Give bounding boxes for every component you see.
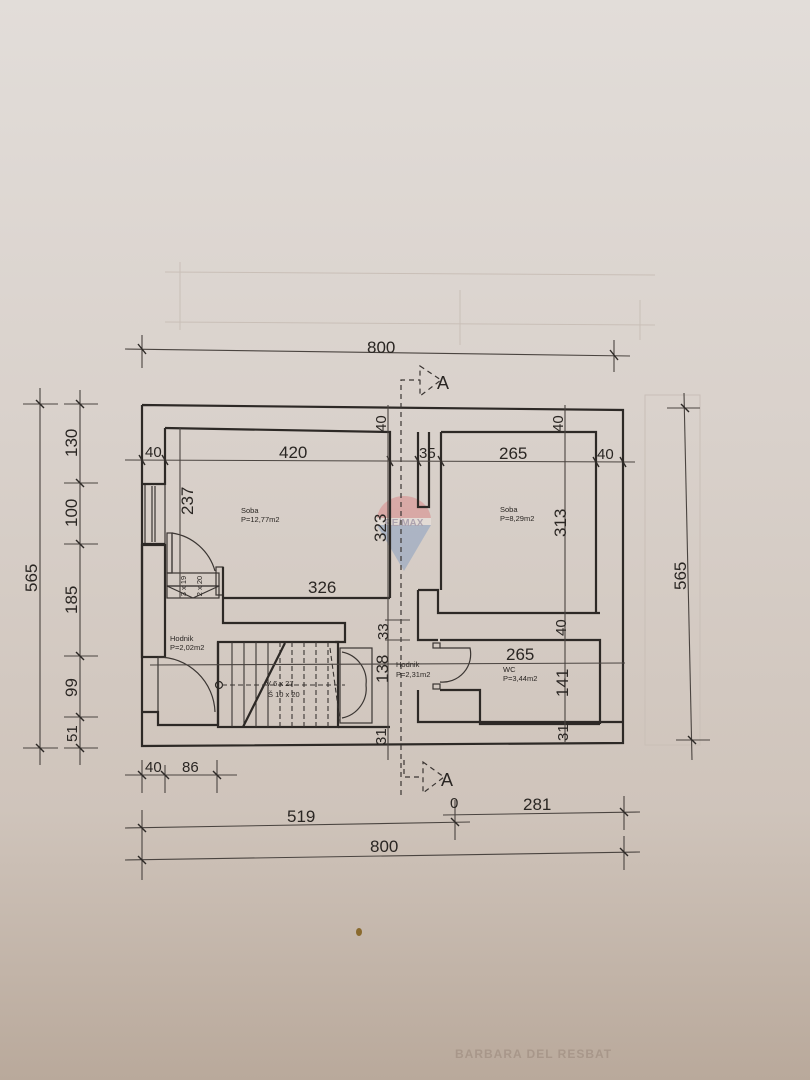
top-dimension: 800: [124, 335, 631, 372]
room-area-soba-1: P=12,77m2: [241, 515, 280, 524]
svg-text:100: 100: [62, 499, 81, 527]
room-area-hodnik-2: P=2,31m2: [396, 670, 430, 679]
svg-text:800: 800: [370, 837, 398, 856]
main-staircase: V 6 x 27 Š 10 x 20: [216, 640, 345, 729]
room-hodnik-1: [140, 543, 224, 727]
room-soba-1: [163, 426, 431, 598]
left-window: [142, 482, 166, 546]
svg-text:40: 40: [597, 446, 614, 463]
left-dimension-chain: 565 130 100 185 99 51: [22, 388, 98, 765]
svg-text:RE/MAX: RE/MAX: [385, 518, 424, 529]
svg-text:565: 565: [22, 564, 41, 592]
svg-text:519: 519: [287, 807, 315, 826]
room-area-hodnik-1: P=2,02m2: [170, 643, 204, 652]
svg-text:40: 40: [553, 619, 570, 636]
svg-text:130: 130: [62, 429, 81, 457]
bottom-total-dimension: 800: [124, 836, 641, 870]
small-stair-block: 3 x 19 2 x 20: [166, 572, 220, 599]
room-area-wc: P=3,44m2: [503, 674, 537, 683]
interior-dimension-labels: 40 420 40 35 265 40 40 237 323 313 326 3…: [145, 415, 614, 745]
svg-text:A: A: [441, 770, 453, 790]
svg-text:0: 0: [450, 795, 458, 812]
room-label-wc: WC: [503, 665, 516, 674]
room-label-soba-2: Soba: [500, 505, 518, 514]
room-hodnik-2: [416, 588, 623, 724]
svg-text:40: 40: [550, 415, 567, 432]
svg-text:237: 237: [178, 487, 197, 515]
svg-text:99: 99: [62, 678, 81, 697]
room-label-hodnik-1: Hodnik: [170, 634, 194, 643]
room-soba-2: [439, 430, 598, 614]
room-labels: Soba P=12,77m2 Soba P=8,29m2 Hodnik P=2,…: [170, 505, 537, 683]
right-dimension: 565: [667, 392, 710, 761]
interior-dimension-lines: [124, 405, 636, 760]
svg-text:265: 265: [499, 444, 527, 463]
svg-text:35: 35: [419, 445, 436, 462]
svg-text:V 6 x 27: V 6 x 27: [266, 679, 294, 688]
svg-text:141: 141: [553, 669, 572, 697]
room-label-hodnik-2: Hodnik: [396, 660, 420, 669]
svg-text:Š 10 x 20: Š 10 x 20: [268, 690, 300, 699]
outer-wall: [140, 403, 625, 748]
svg-text:313: 313: [551, 509, 570, 537]
paper-speck: [356, 928, 362, 936]
svg-text:323: 323: [371, 514, 390, 542]
room-area-soba-2: P=8,29m2: [500, 514, 534, 523]
svg-text:86: 86: [182, 759, 199, 776]
bottom-split-dimension: 519 0 281: [124, 795, 641, 880]
bottom-small-dimensions: 40 86: [125, 759, 237, 793]
svg-text:800: 800: [367, 338, 395, 357]
svg-text:265: 265: [506, 645, 534, 664]
svg-text:A: A: [437, 373, 449, 393]
svg-text:40: 40: [373, 415, 390, 432]
svg-text:138: 138: [373, 655, 392, 683]
section-line-a: A A: [400, 364, 453, 795]
room-label-soba-1: Soba: [241, 506, 259, 515]
svg-text:281: 281: [523, 795, 551, 814]
svg-text:40: 40: [145, 759, 162, 776]
footer-ghost-text: BARBARA DEL RESBAT: [455, 1047, 613, 1061]
svg-text:51: 51: [64, 725, 81, 742]
svg-text:565: 565: [671, 562, 690, 590]
svg-text:31: 31: [555, 724, 572, 741]
svg-text:326: 326: [308, 578, 336, 597]
svg-text:185: 185: [62, 586, 81, 614]
room-wc: [432, 638, 602, 726]
svg-text:3 x 19: 3 x 19: [179, 576, 188, 596]
svg-text:31: 31: [373, 728, 390, 745]
svg-text:33: 33: [375, 623, 392, 640]
svg-text:420: 420: [279, 443, 307, 462]
svg-text:2 x 20: 2 x 20: [195, 576, 204, 596]
ghost-background-lines: [164, 262, 701, 746]
svg-text:40: 40: [145, 444, 162, 461]
